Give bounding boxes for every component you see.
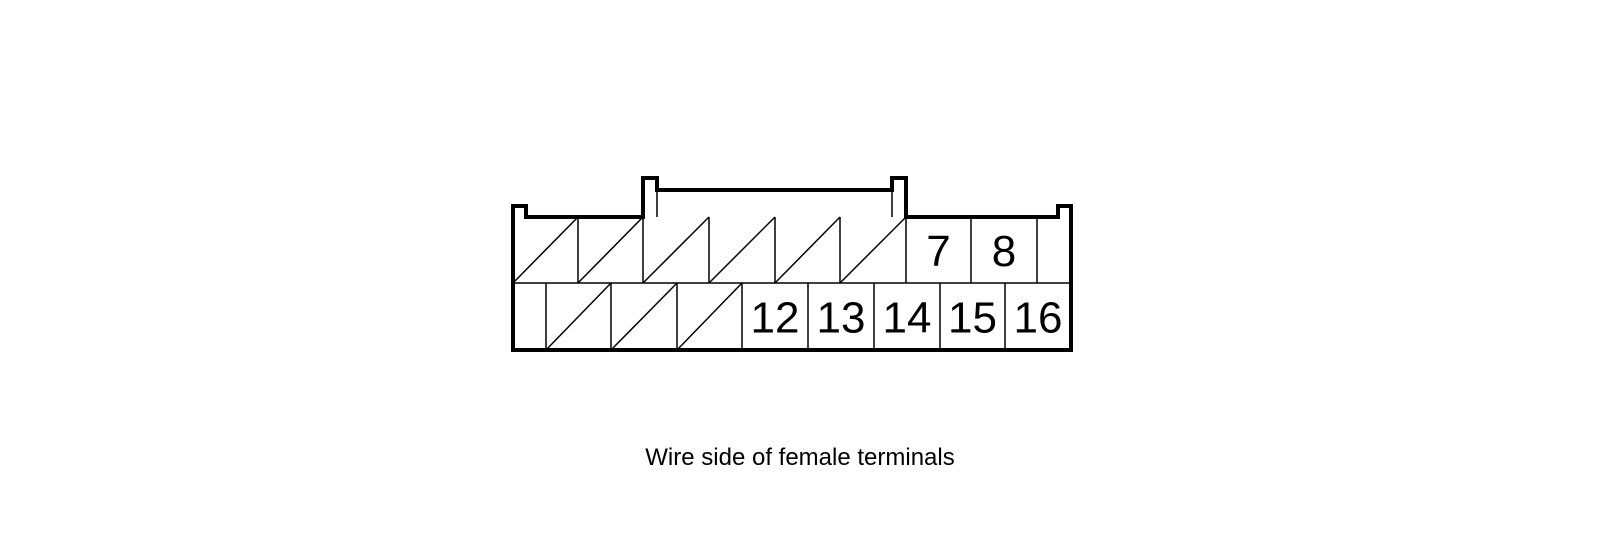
diagram-caption: Wire side of female terminals xyxy=(645,444,955,471)
unused-terminal-hatch xyxy=(839,216,907,284)
unused-terminal-hatch xyxy=(708,216,776,284)
terminal-number-14: 14 xyxy=(883,294,932,343)
terminal-number-13: 13 xyxy=(817,294,866,343)
unused-terminal-hatch xyxy=(577,216,644,284)
terminal-number-7: 7 xyxy=(926,227,950,276)
unused-terminal-hatch xyxy=(642,216,710,284)
terminal-number-8: 8 xyxy=(992,227,1016,276)
unused-terminal-hatch xyxy=(545,282,612,351)
unused-terminal-hatch xyxy=(774,216,841,284)
unused-terminal-hatch xyxy=(610,282,678,351)
latch-tab-inner-line xyxy=(656,190,893,217)
unused-terminal-hatch xyxy=(676,282,743,351)
unused-terminal-hatch xyxy=(512,216,579,284)
terminal-number-12: 12 xyxy=(751,294,800,343)
terminal-number-15: 15 xyxy=(948,294,997,343)
terminal-number-16: 16 xyxy=(1014,294,1063,343)
